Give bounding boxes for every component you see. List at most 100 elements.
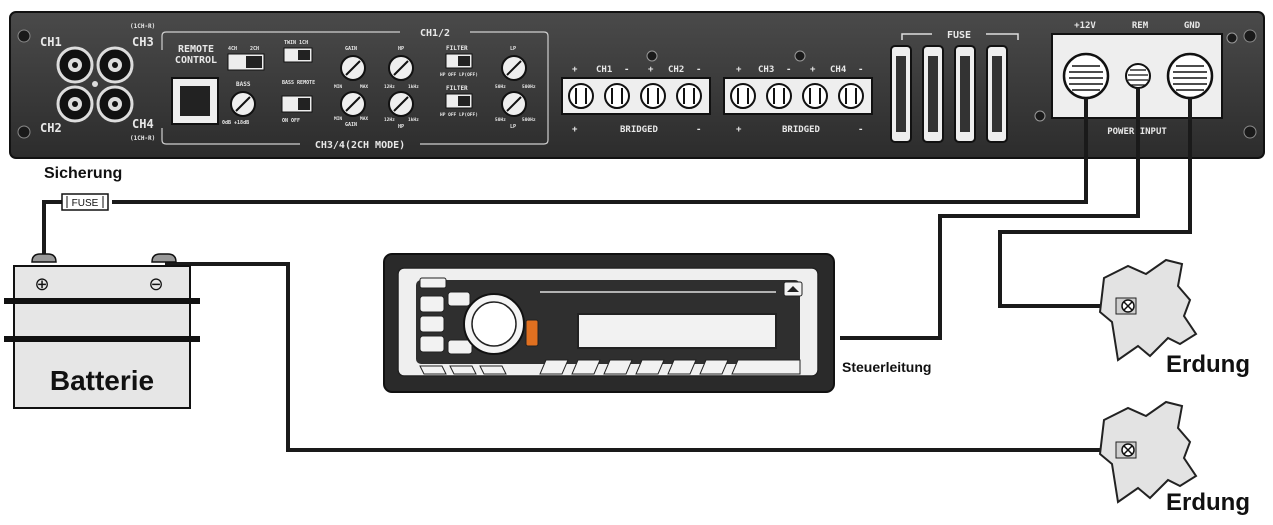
remote-jack-hole <box>180 86 210 116</box>
ch12-group-label: CH1/2 <box>420 28 450 39</box>
power-terminal-plus12v[interactable] <box>1062 52 1110 100</box>
bottom-button[interactable] <box>447 339 473 355</box>
rca-inputs: CH1 CH3 (1CH-R) CH2 CH4 (1CH-R) <box>40 23 155 142</box>
bottom-key[interactable] <box>479 365 507 375</box>
screw-hole <box>646 50 658 62</box>
terminal-ch1-label: CH1 <box>596 65 612 75</box>
erdung-label-2: Erdung <box>1166 489 1250 516</box>
amp-fuse[interactable] <box>954 45 976 143</box>
bottom-left-button[interactable] <box>419 335 445 353</box>
ch-select-knob <box>246 56 262 68</box>
terminal-minus: - <box>696 65 701 75</box>
amp-fuse[interactable] <box>986 45 1008 143</box>
steuerleitung-label: Steuerleitung <box>842 359 931 375</box>
lp-hi-ch12: 500Hz <box>522 84 536 90</box>
bass-knob[interactable] <box>230 91 256 117</box>
amp-fuse-block: FUSE <box>890 30 1019 143</box>
twin-bridge-label: TWIN 1CH <box>284 40 308 46</box>
power-input: +12V REM GND POWER INPUT <box>1051 21 1223 137</box>
rca-jack-ch1[interactable] <box>56 46 94 84</box>
terminal-minus: - <box>786 65 791 75</box>
wire-remote-steuerleitung <box>840 88 1140 340</box>
terminal-screw[interactable] <box>730 83 756 109</box>
terminal-plus: + <box>572 125 578 135</box>
gain-max-ch34: MAX <box>360 116 368 122</box>
terminal-screw[interactable] <box>802 83 828 109</box>
rca-jack-ch2[interactable] <box>56 85 94 123</box>
top-button[interactable] <box>447 291 471 307</box>
bass-remote-knob <box>298 98 310 110</box>
nav-buttons <box>419 277 473 355</box>
terminal-screw[interactable] <box>676 83 702 109</box>
mount-hole <box>1226 32 1238 44</box>
terminal-plus: + <box>736 125 742 135</box>
eject-button[interactable] <box>783 281 803 297</box>
speaker-terminals-ch12: + CH1 - + CH2 - + BRIDGED - <box>561 50 711 135</box>
remote-label-line1: REMOTE <box>178 44 214 55</box>
bass-knob-label: BASS <box>236 81 251 88</box>
battery-band <box>4 298 200 304</box>
terminal-minus: - <box>858 125 863 135</box>
volume-knob[interactable] <box>463 293 525 355</box>
preset-key[interactable] <box>571 359 601 375</box>
power-plus12v-label: +12V <box>1074 21 1096 31</box>
preset-key[interactable] <box>635 359 665 375</box>
remote-control-port[interactable]: REMOTE CONTROL <box>171 44 219 125</box>
release-button[interactable] <box>419 277 447 289</box>
left-button[interactable] <box>419 315 445 333</box>
label-ch1: CH1 <box>40 35 62 49</box>
inline-fuse-body <box>61 193 109 211</box>
preset-key[interactable] <box>699 359 729 375</box>
preset-key[interactable] <box>539 359 569 375</box>
preset-key[interactable] <box>603 359 633 375</box>
filter-switch-ch12-knob <box>458 56 470 66</box>
bottom-key[interactable] <box>449 365 477 375</box>
power-terminal-rem[interactable] <box>1125 63 1151 89</box>
ch34-group-label: CH3/4(2CH MODE) <box>315 140 405 151</box>
terminal-screw[interactable] <box>766 83 792 109</box>
lp-knob-ch12[interactable] <box>501 55 527 81</box>
screw-hole <box>794 50 806 62</box>
terminal-minus: - <box>624 65 629 75</box>
power-terminal-gnd[interactable] <box>1166 52 1214 100</box>
power-rem-label: REM <box>1132 21 1149 31</box>
filter-options-ch12: HP OFF LP(OFF) <box>440 72 478 78</box>
rca-center-dot <box>92 81 98 87</box>
amp-fuse[interactable] <box>922 45 944 143</box>
preset-key[interactable] <box>667 359 697 375</box>
twin-bridge-knob <box>298 50 310 60</box>
chassis-ground-2: Erdung <box>1098 400 1250 516</box>
ground-screw[interactable] <box>1121 299 1135 313</box>
wiring <box>42 88 1192 452</box>
terminal-plus: + <box>572 65 578 75</box>
source-key[interactable] <box>731 359 801 375</box>
terminal-screw[interactable] <box>838 83 864 109</box>
bottom-key[interactable] <box>419 365 447 375</box>
rca-jack-ch4[interactable] <box>96 85 134 123</box>
hp-hi-ch12: 1kHz <box>408 84 419 90</box>
terminal-screw[interactable] <box>568 83 594 109</box>
gain-knob-ch12[interactable] <box>340 55 366 81</box>
label-ch2: CH2 <box>40 121 62 135</box>
battery-plus-symbol: ⊕ <box>34 274 49 294</box>
terminal-ch3-label: CH3 <box>758 65 774 75</box>
hp-label-ch34: HP <box>398 124 404 130</box>
mount-hole <box>1243 29 1257 43</box>
ground-screw[interactable] <box>1121 443 1135 457</box>
gain-knob-ch34[interactable] <box>340 91 366 117</box>
terminal-ch4-label: CH4 <box>830 65 847 75</box>
terminal-screw[interactable] <box>640 83 666 109</box>
lp-knob-ch34[interactable] <box>501 91 527 117</box>
hp-knob-ch34[interactable] <box>388 91 414 117</box>
menu-button[interactable] <box>419 295 445 313</box>
wire-fuse-to-battery <box>42 200 62 262</box>
hp-lo-ch34: 12Hz <box>384 117 395 123</box>
ch-select-4ch: 4CH <box>228 46 237 52</box>
hp-knob-ch12[interactable] <box>388 55 414 81</box>
head-unit-display <box>577 313 777 349</box>
rca-jack-ch3[interactable] <box>96 46 134 84</box>
inline-fuse: Sicherung FUSE <box>44 165 122 211</box>
terminal-screw[interactable] <box>604 83 630 109</box>
amp-fuse[interactable] <box>890 45 912 143</box>
wire-plus12v <box>112 98 1088 204</box>
